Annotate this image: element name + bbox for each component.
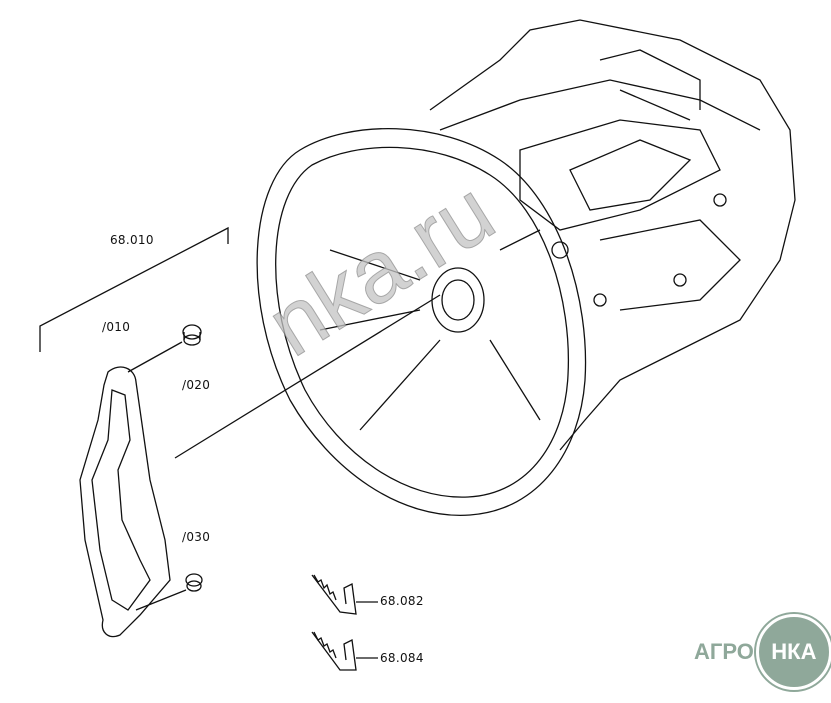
bushing-020 <box>182 324 202 346</box>
bushing-030 <box>185 573 203 592</box>
label-020: /020 <box>182 378 211 392</box>
release-fork <box>79 366 171 638</box>
logo-text-left: АГРО <box>694 639 754 664</box>
agronka-logo: АГРО НКА <box>694 614 831 690</box>
logo-circle: НКА <box>755 614 831 690</box>
gearbox-body <box>429 19 796 451</box>
leader-lines <box>39 226 441 611</box>
label-68-084: 68.084 <box>380 651 424 665</box>
label-68-010: 68.010 <box>110 233 154 247</box>
label-010: /010 <box>102 320 131 334</box>
label-030: /030 <box>182 530 211 544</box>
label-68-082: 68.082 <box>380 594 424 608</box>
logo-text-right: НКА <box>771 639 817 664</box>
spring-084 <box>311 631 378 671</box>
spring-082 <box>311 574 378 615</box>
